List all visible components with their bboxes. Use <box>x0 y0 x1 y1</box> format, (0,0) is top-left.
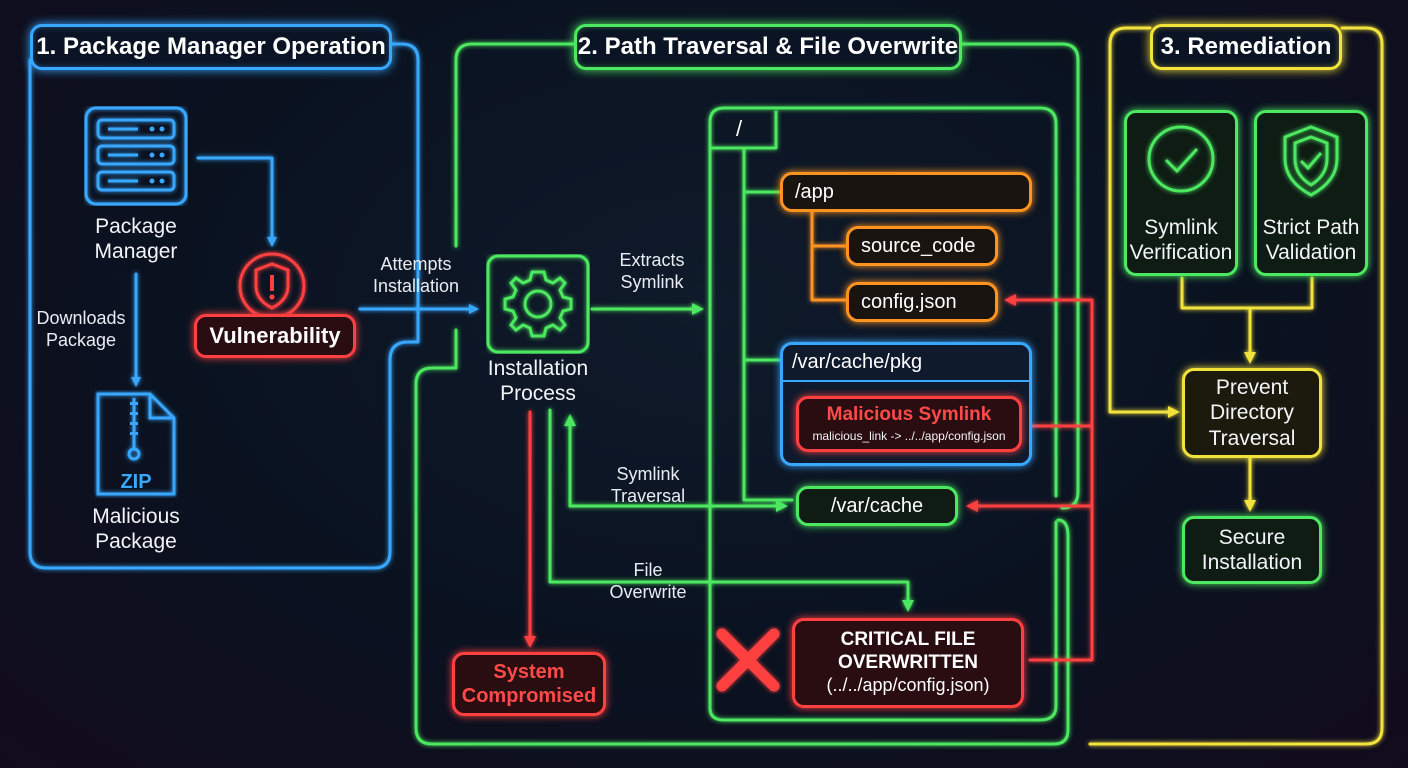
overwrite-arrow <box>548 408 914 612</box>
remediation-merge <box>1180 276 1314 360</box>
server-icon <box>84 106 188 211</box>
vulnerability-badge: Vulnerability <box>194 314 356 358</box>
check-circle-icon <box>1145 123 1217 200</box>
file-source-code: source_code <box>846 226 998 266</box>
shield-check-icon <box>1279 123 1343 204</box>
section-title-path-traversal: 2. Path Traversal & File Overwrite <box>574 24 962 70</box>
section2-frame <box>454 42 576 248</box>
gear-icon <box>486 254 590 359</box>
malicious-symlink-box: Malicious Symlink malicious_link -> ../.… <box>796 396 1022 452</box>
section-title-package-manager: 1. Package Manager Operation <box>30 24 392 70</box>
section-title-remediation: 3. Remediation <box>1150 24 1342 70</box>
tree-root-label: / <box>736 116 743 141</box>
cross-icon <box>714 626 782 699</box>
malicious-link-text: malicious_link -> ../../app/config.json <box>812 429 1006 443</box>
section3-frame-right <box>1088 26 1384 746</box>
dir-var-cache-pkg-label: /var/cache/pkg <box>792 351 923 373</box>
tree-branch-app-children <box>810 210 848 302</box>
malicious-symlink-title: Malicious Symlink <box>826 404 992 425</box>
dir-var-cache: /var/cache <box>796 486 958 526</box>
dir-app: /app <box>780 172 1032 212</box>
tree-root-underline <box>708 110 778 150</box>
tree-frame <box>708 106 1058 602</box>
section3-frame <box>1108 26 1180 418</box>
dir-var-cache-pkg-divider <box>782 380 1030 382</box>
symlink-to-varcache-arrow <box>970 424 1094 506</box>
section1-frame <box>28 42 420 570</box>
pm-to-vuln-arrow <box>196 156 277 247</box>
symlink-to-config-arrow <box>1004 294 1094 662</box>
section2-frame-bottom <box>414 328 1070 746</box>
file-config-json: config.json <box>846 282 998 322</box>
zip-label: ZIP <box>120 471 152 493</box>
zip-file-icon <box>94 390 178 503</box>
tree-frame-lower <box>708 520 1058 722</box>
critical-file-overwritten-box: CRITICAL FILE OVERWRITTEN (../../app/con… <box>792 618 1024 708</box>
